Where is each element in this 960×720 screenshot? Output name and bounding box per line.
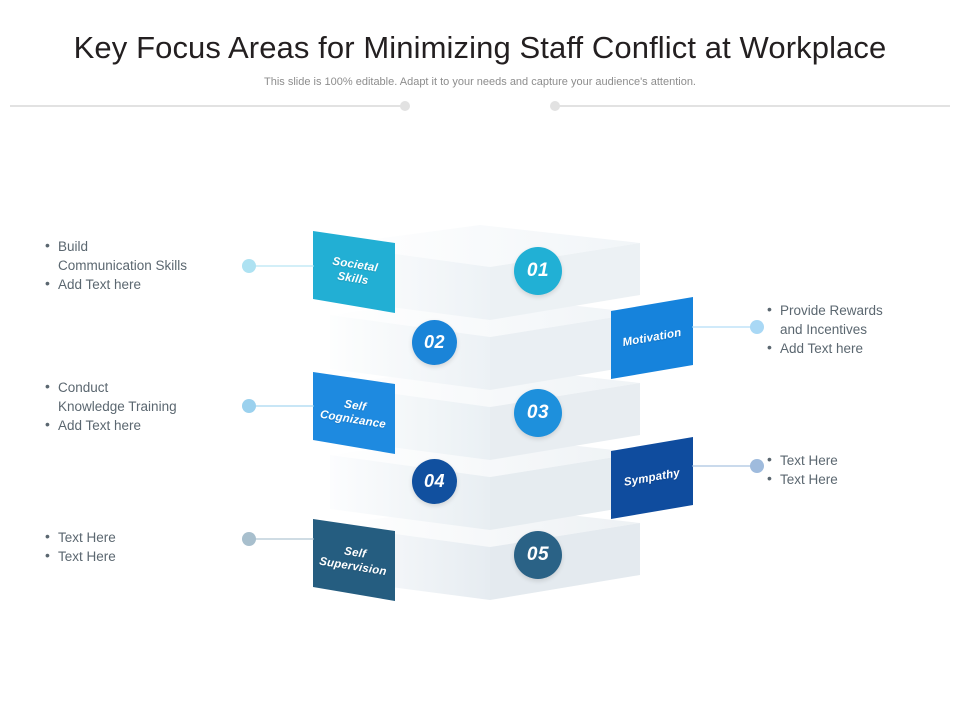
list-item: Add Text here (44, 274, 249, 294)
list-item: Add Text here (766, 338, 956, 358)
divider-rule-left (10, 105, 405, 107)
list-item: Text Here (766, 469, 956, 489)
list-item: Provide Rewards and Incentives (766, 300, 956, 339)
tab-self-supervision[interactable]: Self Supervision (313, 519, 395, 601)
connector-right-1 (692, 320, 764, 334)
tab-self-cognizance-shape (313, 372, 395, 454)
tab-self-cognizance[interactable]: Self Cognizance (313, 372, 395, 454)
callout-left-2: Conduct Knowledge Training Add Text here (44, 377, 249, 435)
header-divider (0, 100, 960, 112)
connector-left-1-line (242, 265, 314, 267)
callout-left-1-list: Build Communication Skills Add Text here (44, 236, 249, 294)
tab-sympathy-shape (611, 437, 693, 519)
divider-dot-left (400, 101, 410, 111)
callout-right-2-list: Text Here Text Here (766, 450, 956, 489)
list-item: Conduct Knowledge Training (44, 377, 249, 416)
tab-motivation-shape (611, 297, 693, 379)
callout-left-3-list: Text Here Text Here (44, 527, 249, 566)
tab-societal-skills-label: Societal Skills (331, 255, 379, 288)
list-item: Text Here (766, 450, 956, 470)
connector-left-3 (242, 532, 314, 546)
callout-left-2-list: Conduct Knowledge Training Add Text here (44, 377, 249, 435)
step-number-03: 03 (514, 389, 562, 437)
connector-left-2-line (242, 405, 314, 407)
tab-sympathy-label: Sympathy (623, 467, 681, 489)
list-item: Add Text here (44, 415, 249, 435)
connector-right-2 (692, 459, 764, 473)
divider-rule-right (555, 105, 950, 107)
connector-right-2-knob (750, 459, 764, 473)
stack-slab-1 (330, 225, 640, 320)
list-item: Text Here (44, 527, 249, 547)
step-number-02: 02 (412, 320, 457, 365)
connector-left-3-line (242, 538, 314, 540)
tab-self-cognizance-label: Self Cognizance (319, 398, 387, 432)
connector-right-1-knob (750, 320, 764, 334)
callout-right-1-list: Provide Rewards and Incentives Add Text … (766, 300, 956, 358)
connector-left-1 (242, 259, 314, 273)
callout-left-1: Build Communication Skills Add Text here (44, 236, 249, 294)
tab-societal-skills[interactable]: Societal Skills (313, 231, 395, 313)
page-title: Key Focus Areas for Minimizing Staff Con… (73, 30, 887, 65)
tab-self-supervision-shape (313, 519, 395, 601)
tab-societal-skills-shape (313, 231, 395, 313)
list-item: Text Here (44, 546, 249, 566)
tab-motivation-label: Motivation (621, 326, 683, 350)
list-item: Build Communication Skills (44, 236, 249, 275)
callout-right-2: Text Here Text Here (766, 450, 956, 489)
connector-right-2-line (692, 465, 764, 467)
tab-motivation[interactable]: Motivation (611, 297, 693, 379)
step-number-01: 01 (514, 247, 562, 295)
step-number-04: 04 (412, 459, 457, 504)
connector-left-2 (242, 399, 314, 413)
page-subtitle: This slide is 100% editable. Adapt it to… (264, 76, 696, 88)
tab-self-supervision-label: Self Supervision (318, 545, 388, 579)
callout-right-1: Provide Rewards and Incentives Add Text … (766, 300, 956, 358)
callout-left-3: Text Here Text Here (44, 527, 249, 566)
tab-sympathy[interactable]: Sympathy (611, 437, 693, 519)
step-number-05: 05 (514, 531, 562, 579)
connector-right-1-line (692, 326, 764, 328)
